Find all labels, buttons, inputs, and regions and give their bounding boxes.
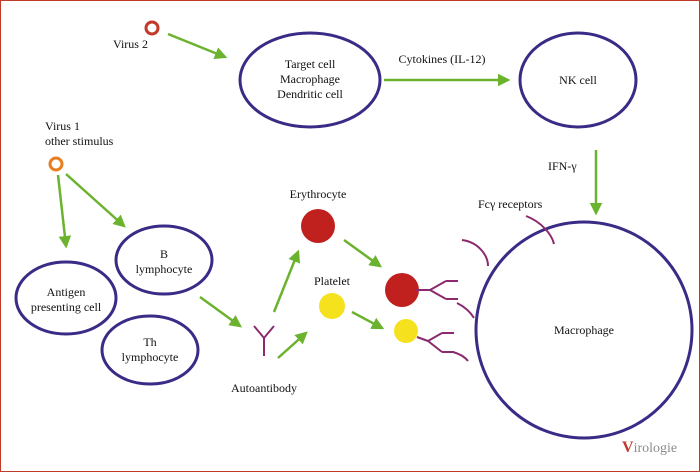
th-lymphocyte-sublabel: lymphocyte (122, 350, 179, 364)
target-cell-macrophage-label: Macrophage (280, 72, 340, 86)
target-cell-label: Target cell (285, 57, 336, 71)
fc-receptor-4 (452, 351, 469, 362)
opsonized-platelet (394, 319, 418, 343)
virus1-sublabel: other stimulus (45, 134, 114, 148)
nk-cell-label: NK cell (559, 73, 597, 87)
virus1-to-apc-arrow (56, 174, 72, 249)
antigen-presenting-cell (14, 260, 118, 336)
macrophage-cell (474, 220, 694, 440)
erythrocyte-bound-antibody-icon (416, 280, 458, 300)
autoantibody-icon (253, 325, 275, 356)
virus1-icon (48, 156, 64, 172)
platelet-to-macrophage-arrow (351, 310, 385, 330)
virologie-logo: Virologie (622, 439, 677, 456)
b-to-autoantibody-arrow (199, 295, 243, 328)
apc-sublabel: presenting cell (31, 300, 102, 314)
target-cell (238, 31, 382, 129)
opsonized-erythrocyte (385, 273, 419, 307)
virus1-label: Virus 1 (45, 119, 80, 133)
platelet-label: Platelet (314, 274, 351, 288)
apc-label: Antigen (47, 285, 86, 299)
logo-initial: V (622, 439, 634, 456)
virus2-label: Virus 2 (113, 37, 148, 51)
fc-receptors-label: Fcγ receptors (478, 197, 543, 211)
virus2-arrow (167, 32, 228, 60)
b-lymphocyte-label: B (160, 247, 168, 261)
autoantibody-label: Autoantibody (231, 381, 297, 395)
platelet-bound-antibody-icon (416, 332, 454, 353)
logo-text: irologie (634, 441, 678, 456)
target-cell-dendritic-label: Dendritic cell (277, 87, 343, 101)
cytokines-label: Cytokines (IL-12) (399, 52, 486, 66)
virus1-to-b-arrow (65, 173, 126, 228)
fc-receptor-2 (525, 215, 555, 245)
virus2-icon (144, 20, 160, 36)
b-lymphocyte-sublabel: lymphocyte (136, 262, 193, 276)
b-lymphocyte (114, 224, 214, 296)
autoantibody-to-erythrocyte-arrow (272, 249, 301, 313)
nk-cell (518, 31, 638, 129)
erythrocyte-label: Erythrocyte (290, 187, 347, 201)
fc-receptor-1 (461, 239, 489, 267)
th-lymphocyte-label: Th (143, 335, 156, 349)
erythrocyte-to-macrophage-arrow (343, 238, 383, 268)
macrophage-label: Macrophage (554, 323, 614, 337)
platelet-cell (319, 293, 345, 319)
erythrocyte-cell (301, 209, 335, 243)
ifn-label: IFN-γ (548, 159, 577, 173)
fc-receptor-3 (456, 302, 475, 319)
autoantibody-to-platelet-arrow (277, 331, 308, 359)
th-lymphocyte (100, 314, 200, 386)
